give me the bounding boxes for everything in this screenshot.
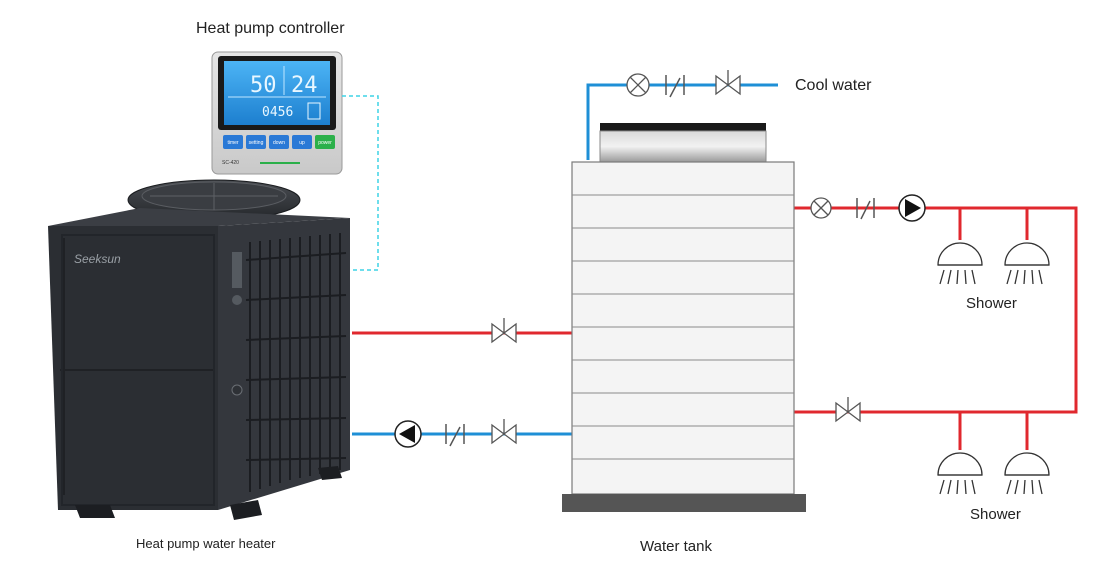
check-valve-icon	[665, 75, 685, 98]
controller-button-timer[interactable]: timer	[223, 135, 243, 149]
controller-lcd	[224, 61, 330, 125]
check-valve-icon	[856, 198, 875, 220]
controller-model: SC-420	[222, 160, 239, 166]
shower-head-icon	[937, 242, 983, 285]
gate-valve-icon	[835, 397, 861, 423]
shower-head-icon	[1004, 242, 1050, 285]
svg-text:power: power	[318, 140, 332, 146]
svg-text:timer: timer	[227, 140, 238, 146]
check-valve-icon	[445, 424, 465, 447]
heater-grille	[245, 233, 347, 492]
lcd-value-bottom: 0456	[262, 105, 293, 120]
tank-base	[562, 494, 806, 512]
controller-button-setting[interactable]: setting	[246, 135, 266, 149]
ball-valve-icon	[626, 73, 650, 97]
controller-button-down[interactable]: down	[269, 135, 289, 149]
svg-text:up: up	[299, 140, 305, 146]
signal-line	[342, 95, 379, 271]
cold-pipes	[352, 83, 778, 436]
hot-pipes	[352, 206, 1078, 450]
heat-pump-unit: Seeksun	[48, 179, 350, 520]
fan-icon	[127, 179, 301, 221]
gate-valve-icon	[491, 419, 517, 445]
heat-pump-controller: 50 24 0456 timer setting down up power S…	[211, 51, 343, 175]
pump-icon	[394, 420, 422, 448]
ball-valve-icon	[810, 197, 832, 219]
lcd-value-right: 24	[291, 73, 318, 98]
shower-head-icon	[937, 452, 983, 495]
controller-button-power[interactable]: power	[315, 135, 335, 149]
shower-label-bottom: Shower	[970, 506, 1021, 523]
shower-head-icon	[1004, 452, 1050, 495]
heater-label: Heat pump water heater	[136, 536, 276, 551]
svg-text:setting: setting	[249, 140, 264, 146]
tank-label: Water tank	[640, 538, 712, 555]
cool-water-label: Cool water	[795, 77, 872, 94]
shower-label-top: Shower	[966, 295, 1017, 312]
controller-button-up[interactable]: up	[292, 135, 312, 149]
water-tank	[562, 123, 806, 512]
controller-title: Heat pump controller	[196, 20, 345, 37]
pump-icon	[898, 194, 926, 222]
gate-valve-icon	[491, 318, 517, 344]
svg-text:down: down	[273, 140, 285, 146]
gate-valve-icon	[715, 70, 741, 96]
lcd-value-left: 50	[250, 73, 277, 98]
heater-brand: Seeksun	[74, 252, 121, 266]
